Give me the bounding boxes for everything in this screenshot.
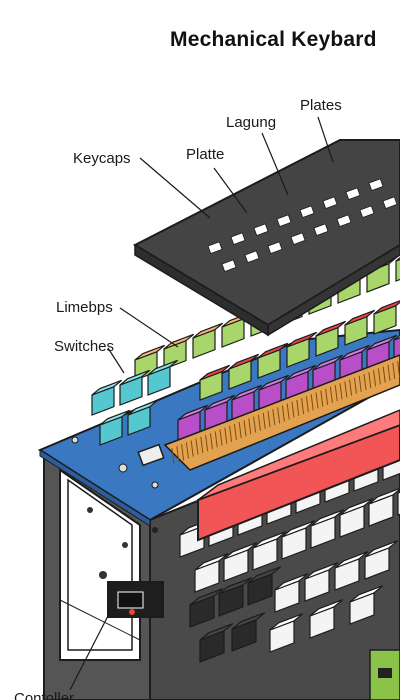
keycap xyxy=(189,588,224,628)
switch-teal xyxy=(119,369,151,406)
keycap xyxy=(218,577,253,617)
plate-key xyxy=(299,205,315,219)
callout-limebps: Limebps xyxy=(56,299,113,316)
plates-leader xyxy=(317,116,334,163)
switch-teal xyxy=(147,359,179,396)
plate-key xyxy=(336,214,352,228)
keycap xyxy=(339,498,374,538)
callout-switches: Switches xyxy=(54,338,115,355)
keycap xyxy=(194,553,229,593)
switches-leader xyxy=(107,347,125,374)
callout-keycaps: Keycaps xyxy=(73,150,131,167)
top-plate xyxy=(132,139,400,337)
plate-key xyxy=(290,232,306,246)
plate-key xyxy=(207,241,223,255)
keycap xyxy=(349,585,384,625)
plate-key xyxy=(276,214,292,228)
platte-leader xyxy=(213,167,248,214)
plate-key xyxy=(368,178,384,192)
keycap xyxy=(368,487,400,527)
keycap xyxy=(199,623,234,663)
keycap xyxy=(304,562,339,602)
keycap xyxy=(247,566,282,606)
plate-key xyxy=(244,250,260,264)
plate-key xyxy=(253,223,269,237)
switch-green-red xyxy=(228,353,260,390)
switch-pin-strip xyxy=(163,354,400,471)
keycap xyxy=(274,573,309,613)
callout-lagung: Lagung xyxy=(226,114,277,131)
switch-teal xyxy=(99,409,131,446)
callout-leader-lines xyxy=(69,116,334,691)
switch-green-red xyxy=(373,300,400,335)
keycap xyxy=(309,599,344,639)
keycaps-leader xyxy=(139,157,211,219)
switch-green-red xyxy=(344,309,376,346)
switch-teal xyxy=(91,379,123,416)
red-spacebar-bar xyxy=(197,409,400,542)
limebps-leader xyxy=(119,307,179,348)
plate-key xyxy=(322,196,338,210)
keycap xyxy=(364,540,399,580)
switch-green-red xyxy=(286,331,318,368)
keycap xyxy=(334,551,369,591)
diagram-title: Mechanical Keybard xyxy=(170,28,377,51)
plate-key xyxy=(221,259,237,273)
switch-green-red xyxy=(199,364,231,401)
switch-purple xyxy=(393,334,400,361)
plate-key xyxy=(267,241,283,255)
switch-green-red xyxy=(315,320,347,357)
plate-key xyxy=(345,187,361,201)
switch-green xyxy=(395,256,400,282)
plate-key xyxy=(359,205,375,219)
switch-green xyxy=(192,322,224,359)
keycap xyxy=(231,612,266,652)
keycap xyxy=(223,542,258,582)
controller-module xyxy=(107,581,400,700)
keycap xyxy=(269,613,304,653)
keycap xyxy=(252,531,287,571)
keycap xyxy=(281,520,316,560)
callout-plates: Plates xyxy=(300,97,342,114)
switch-green xyxy=(163,333,195,370)
lagung-leader xyxy=(261,132,289,196)
plate-key xyxy=(230,232,246,246)
switch-green-red xyxy=(257,342,289,379)
plate-key xyxy=(313,223,329,237)
keycap xyxy=(310,509,345,549)
callout-controller: Contoller xyxy=(14,690,75,700)
switch-teal xyxy=(127,399,159,436)
controller-leader xyxy=(69,611,111,691)
callout-platte: Platte xyxy=(186,146,225,163)
plate-key-cutouts xyxy=(207,178,398,273)
plate-key xyxy=(382,196,398,210)
